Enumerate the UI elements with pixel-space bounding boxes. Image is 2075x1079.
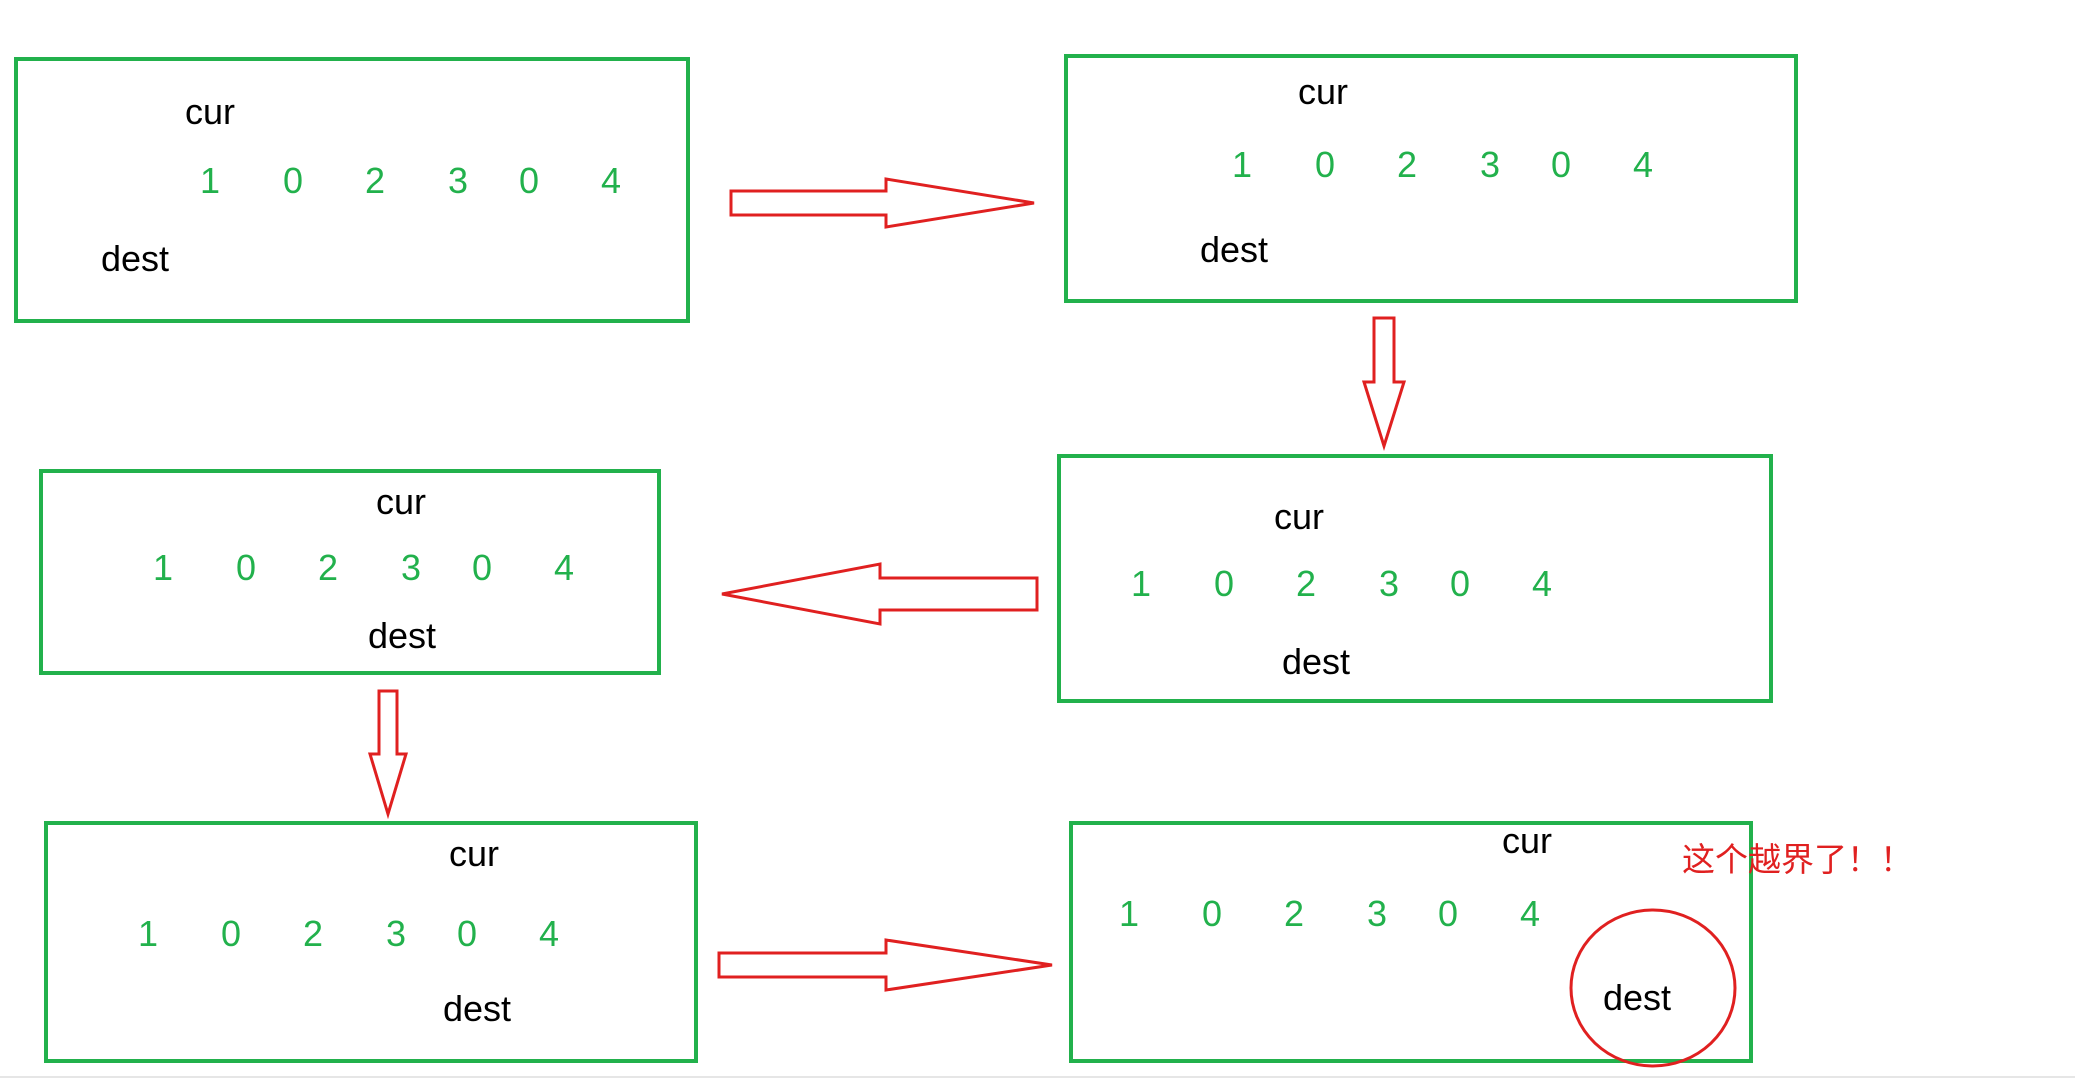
step-1-value: 2 [365,160,385,201]
step-5-value: 1 [138,913,158,954]
step-5-value: 4 [539,913,559,954]
step-2-value: 3 [1480,144,1500,185]
step-6-dest-label: dest [1603,977,1671,1018]
step-2-cur-label: cur [1298,71,1348,112]
step-4-value: 3 [401,547,421,588]
step-6-value: 4 [1520,893,1540,934]
arrow-down-icon [1361,316,1407,452]
step-4-value: 1 [153,547,173,588]
step-1-value: 1 [200,160,220,201]
arrow-left-icon [721,562,1039,626]
step-6-value: 3 [1367,893,1387,934]
step-3-value: 0 [1214,563,1234,604]
step-6-value: 1 [1119,893,1139,934]
step-5-box [44,821,698,1063]
step-1: cur 1 0 2 3 0 4 dest [14,57,690,323]
step-2-value: 2 [1397,144,1417,185]
step-4-cur-label: cur [376,481,426,522]
step-1-value: 3 [448,160,468,201]
step-5-cur-label: cur [449,833,499,874]
step-4-value: 0 [472,547,492,588]
step-3-value: 4 [1532,563,1552,604]
arrow-right-icon [717,938,1053,992]
step-6: cur 1 0 2 3 0 4 dest [1069,820,1753,1068]
step-5-value: 2 [303,913,323,954]
step-2-value: 1 [1232,144,1252,185]
step-6-value: 0 [1438,893,1458,934]
step-3-value: 0 [1450,563,1470,604]
step-2: cur 1 0 2 3 0 4 dest [1064,54,1798,303]
step-1-value: 0 [283,160,303,201]
step-3-value: 3 [1379,563,1399,604]
arrow-right-icon [729,177,1035,229]
step-6-value: 2 [1284,893,1304,934]
step-2-value: 0 [1315,144,1335,185]
step-3-cur-label: cur [1274,496,1324,537]
step-4-box [39,469,661,675]
out-of-bounds-note: 这个越界了！！ [1682,840,1913,879]
step-2-value: 4 [1633,144,1653,185]
step-1-value: 0 [519,160,539,201]
step-5-value: 3 [386,913,406,954]
step-5-value: 0 [221,913,241,954]
step-4-value: 4 [554,547,574,588]
step-6-box [1069,821,1753,1063]
step-6-cur-label: cur [1502,820,1552,861]
step-3-value: 1 [1131,563,1151,604]
out-of-bounds-circle [1569,908,1737,1068]
step-3-value: 2 [1296,563,1316,604]
step-4-value: 0 [236,547,256,588]
step-2-box [1064,54,1798,303]
step-4-value: 2 [318,547,338,588]
step-6-value: 0 [1202,893,1222,934]
step-2-value: 0 [1551,144,1571,185]
step-3-box [1057,454,1773,703]
arrow-down-icon [367,689,409,820]
step-4-dest-label: dest [368,615,436,656]
step-1-cur-label: cur [185,91,235,132]
step-5-dest-label: dest [443,988,511,1029]
step-3-dest-label: dest [1282,641,1350,682]
step-1-box [14,57,690,323]
step-1-value: 4 [601,160,621,201]
step-5: cur 1 0 2 3 0 4 dest [44,821,698,1063]
step-3: cur 1 0 2 3 0 4 dest [1057,454,1773,703]
step-1-dest-label: dest [101,238,169,279]
step-5-value: 0 [457,913,477,954]
step-2-dest-label: dest [1200,229,1268,270]
step-4: cur 1 0 2 3 0 4 dest [39,469,661,675]
